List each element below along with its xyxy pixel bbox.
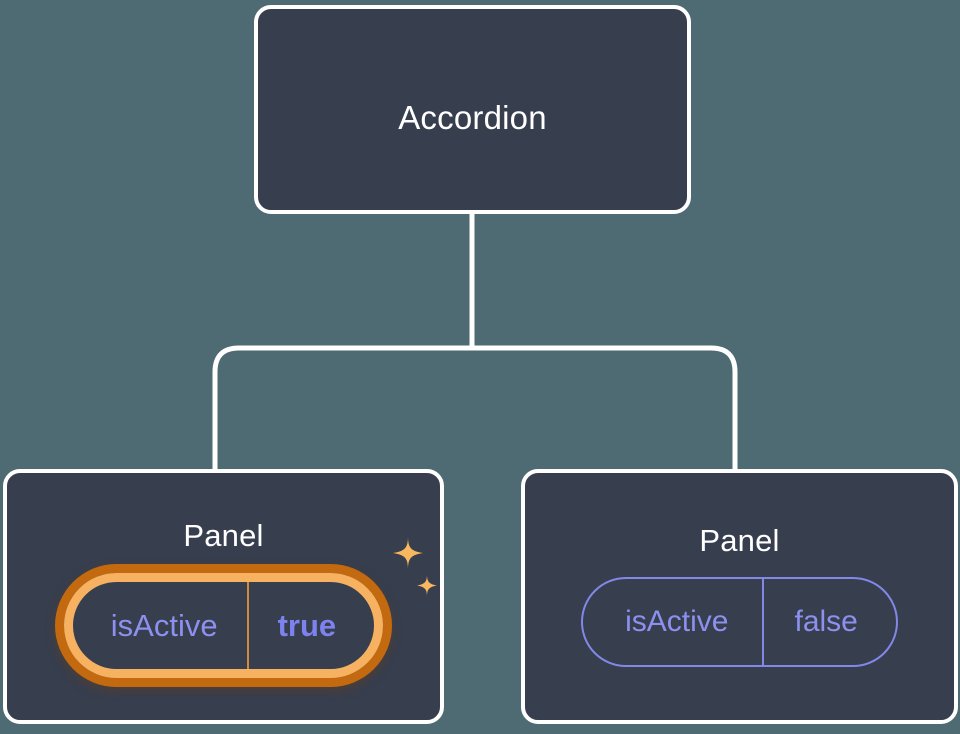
prop-pill-divider [246, 582, 249, 669]
node-title-panel-left: Panel [183, 518, 264, 553]
node-title-accordion: Accordion [398, 99, 547, 136]
edge-branch-left [212, 345, 472, 474]
edge-branch-right [472, 345, 738, 474]
node-title-panel-right: Panel [699, 523, 780, 558]
prop-value-label: true [277, 608, 337, 643]
tree-node-panel-left[interactable]: Panel isActive true [3, 469, 444, 724]
prop-pill-isactive-false[interactable]: isActive false [581, 577, 898, 667]
prop-pill-wrapper-right: isActive false [525, 577, 954, 667]
prop-pill-divider [762, 579, 765, 665]
prop-value-label: false [794, 605, 858, 638]
tree-node-accordion[interactable]: Accordion [254, 5, 691, 214]
prop-key-label: isActive [625, 605, 729, 638]
prop-key-label: isActive [110, 608, 218, 643]
prop-pill-wrapper-left: isActive true [7, 573, 440, 678]
prop-pill-isactive-true[interactable]: isActive true [63, 573, 384, 678]
tree-node-panel-right[interactable]: Panel isActive false [521, 469, 958, 724]
